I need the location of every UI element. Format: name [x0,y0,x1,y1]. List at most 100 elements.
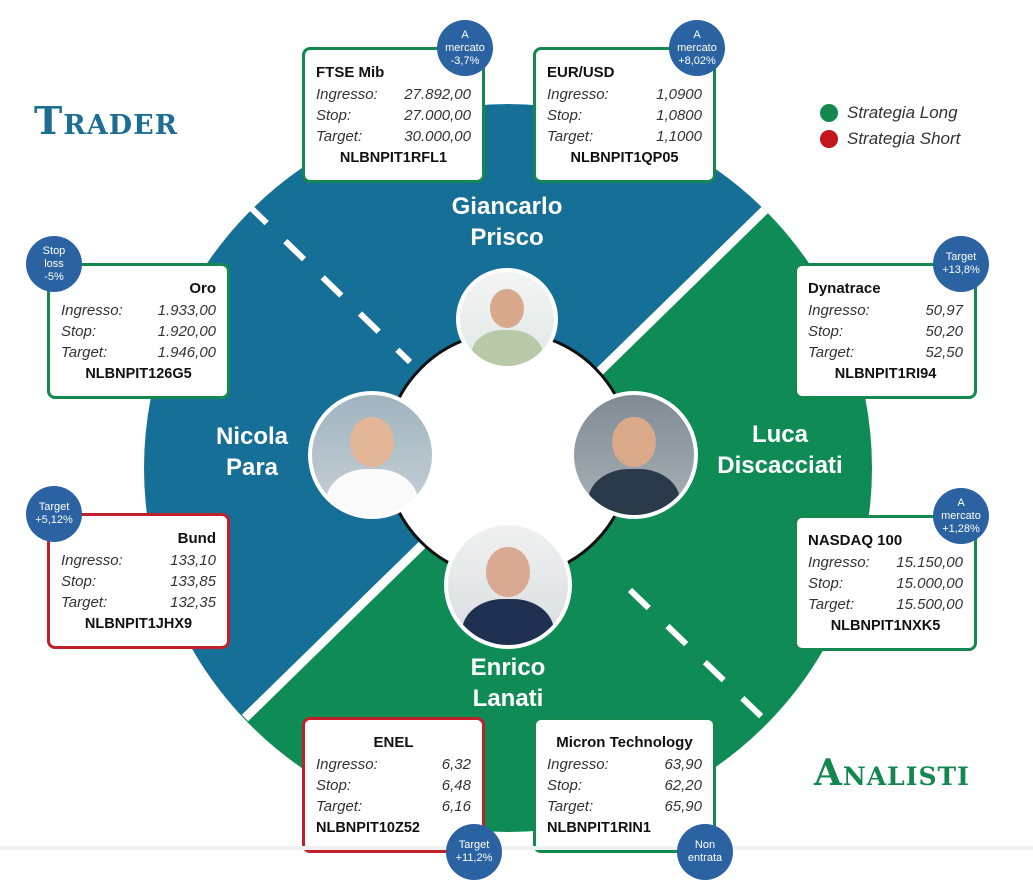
entry-label: Ingresso: [316,86,378,103]
status-badge: Target +5,12% [26,486,82,542]
target-label: Target: [547,798,594,815]
stop-row: Stop: 6,48 [316,775,471,796]
stop-row: Stop: 15.000,00 [808,573,963,594]
target-row: Target: 1,1000 [547,126,702,147]
target-value: 52,50 [925,344,963,361]
stop-label: Stop: [61,323,97,340]
target-label: Target: [316,128,363,145]
asset-name: Oro [189,280,216,297]
avatar-lanati [444,521,572,649]
certificate-code: NLBNPIT10Z52 [316,820,420,836]
target-label: Target: [808,344,855,361]
entry-label: Ingresso: [61,302,123,319]
stop-label: Stop: [808,575,844,592]
target-value: 1,1000 [656,128,702,145]
status-badge: Target +11,2% [446,824,502,880]
stop-value: 27.000,00 [404,107,471,124]
certificate-code: NLBNPIT1JHX9 [84,616,193,632]
status-badge: Stop loss -5% [26,236,82,292]
target-label: Target: [316,798,363,815]
target-row: Target: 6,16 [316,796,471,817]
entry-row: Ingresso: 50,97 [808,300,963,321]
stop-label: Stop: [547,777,583,794]
asset-name: ENEL [373,734,414,751]
asset-name: EUR/USD [547,64,615,81]
entry-label: Ingresso: [547,756,609,773]
target-value: 30.000,00 [404,128,471,145]
stop-label: Stop: [61,573,97,590]
entry-row: Ingresso:133,10 [61,550,216,571]
dashed-divider-trader [245,202,413,365]
target-label: Target: [61,344,108,361]
entry-row: Ingresso:15.150,00 [808,552,963,573]
legend-label: Strategia Short [847,129,961,148]
asset-name: Bund [177,530,216,547]
entry-label: Ingresso: [808,554,870,571]
asset-name: NASDAQ 100 [808,532,903,549]
stop-row: Stop: 50,20 [808,321,963,342]
target-row: Target: 30.000,00 [316,126,471,147]
stop-value: 62,20 [664,777,702,794]
stop-label: Stop: [547,107,583,124]
status-badge: Non entrata [677,824,733,880]
status-badge: A mercato +1,28% [933,488,989,544]
target-row: Target: 1.946,00 [61,342,216,363]
target-value: 1.946,00 [157,344,216,361]
entry-row: Ingresso: 1.933,00 [61,300,216,321]
status-badge: A mercato -3,7% [437,20,493,76]
stop-value: 6,48 [441,777,471,794]
green-dot-icon [820,104,838,122]
certificate-code: NLBNPIT126G5 [85,366,192,382]
entry-label: Ingresso: [316,756,378,773]
stop-row: Stop: 27.000,00 [316,105,471,126]
entry-value: 1,0900 [656,86,702,103]
avatar-discacciati [570,391,698,519]
status-badge: A mercato +8,02% [669,20,725,76]
stop-value: 15.000,00 [896,575,963,592]
asset-name: Dynatrace [808,280,881,297]
certificate-code: NLBNPIT1RIN1 [547,820,651,836]
stop-label: Stop: [316,107,352,124]
target-value: 15.500,00 [896,596,963,613]
target-value: 132,35 [170,594,216,611]
certificate-code: NLBNPIT1NXK5 [830,618,941,634]
target-value: 6,16 [441,798,471,815]
entry-label: Ingresso: [547,86,609,103]
red-dot-icon [820,130,838,148]
asset-name: FTSE Mib [316,64,385,81]
analisti-title: Analisti [814,752,970,794]
stop-label: Stop: [808,323,844,340]
entry-row: Ingresso: 27.892,00 [316,84,471,105]
entry-value: 133,10 [170,552,216,569]
target-label: Target: [808,596,855,613]
entry-value: 27.892,00 [404,86,471,103]
entry-label: Ingresso: [808,302,870,319]
legend-label: Strategia Long [847,103,958,122]
certificate-code: NLBNPIT1RI94 [834,366,937,382]
target-row: Target: 15.500,00 [808,594,963,615]
entry-value: 50,97 [925,302,963,319]
entry-row: Ingresso: 1,0900 [547,84,702,105]
legend-short: Strategia Short [820,129,960,149]
entry-value: 63,90 [664,756,702,773]
stop-row: Stop: 62,20 [547,775,702,796]
stop-value: 133,85 [170,573,216,590]
stop-label: Stop: [316,777,352,794]
stop-row: Stop: 133,85 [61,571,216,592]
status-badge: Target +13,8% [933,236,989,292]
target-label: Target: [547,128,594,145]
asset-name: Micron Technology [556,734,693,751]
certificate-code: NLBNPIT1RFL1 [339,150,448,166]
entry-row: Ingresso: 6,32 [316,754,471,775]
entry-value: 1.933,00 [157,302,216,319]
entry-value: 6,32 [441,756,471,773]
stop-value: 50,20 [925,323,963,340]
certificate-code: NLBNPIT1QP05 [570,150,679,166]
